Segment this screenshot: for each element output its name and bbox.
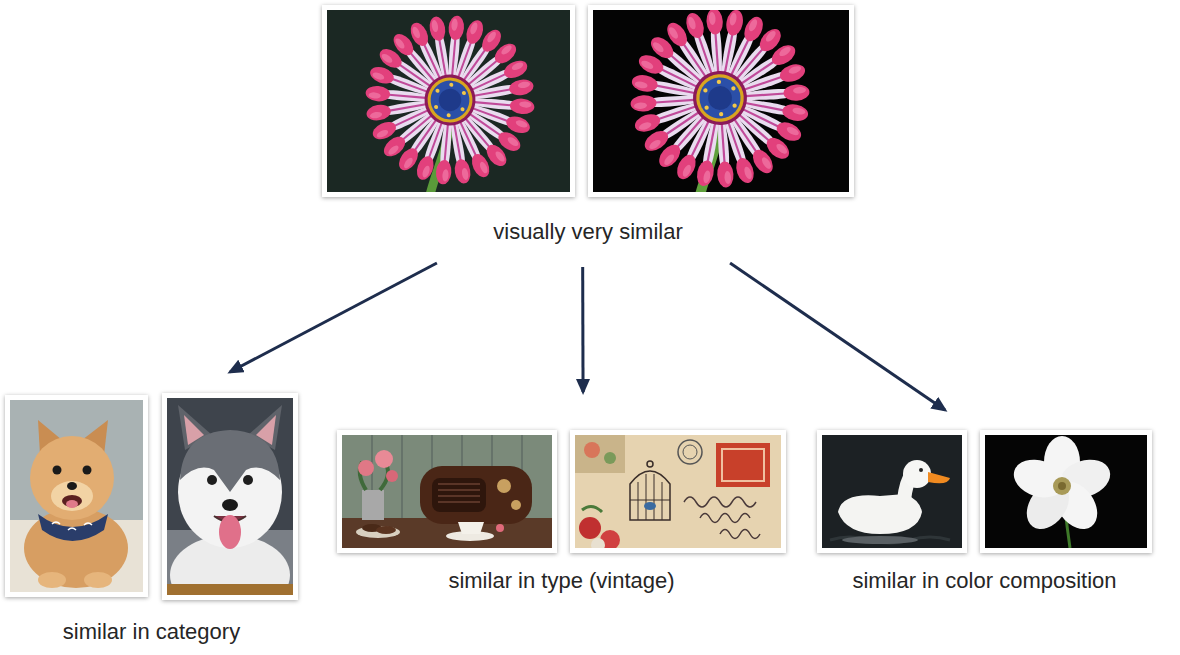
white-flower-photo bbox=[980, 430, 1152, 553]
vintage-still-life-part-part bbox=[432, 478, 486, 512]
vintage-still-life-part-part bbox=[386, 470, 398, 482]
vintage-postcard-part-part bbox=[720, 530, 760, 539]
flower-photo-part-part bbox=[624, 10, 815, 192]
vintage-still-life-part-part bbox=[376, 526, 396, 534]
dog-photo-part-part bbox=[219, 515, 241, 549]
vintage-postcard-part-part bbox=[582, 506, 602, 512]
flower-photo bbox=[322, 5, 575, 197]
arrow-connector bbox=[581, 267, 584, 392]
vintage-postcard-part bbox=[570, 430, 786, 553]
white-flower-photo-part-part-part bbox=[1053, 477, 1071, 495]
white-flower-photo-part bbox=[985, 435, 1147, 548]
arrow-connector bbox=[730, 263, 945, 410]
duck-photo-part-part bbox=[903, 460, 931, 488]
flower-photo bbox=[588, 2, 854, 197]
duck-photo-part-part bbox=[822, 435, 962, 548]
vintage-still-life-part bbox=[342, 435, 552, 548]
duck-photo-part bbox=[817, 430, 967, 553]
vintage-still-life-part bbox=[337, 430, 557, 553]
vintage-still-life-part-part bbox=[375, 450, 393, 468]
dog-photo-part-part bbox=[38, 514, 108, 541]
vintage-postcard-part-part bbox=[647, 461, 653, 467]
dog-photo-part-part bbox=[83, 466, 92, 475]
vintage-still-life-part-part bbox=[362, 490, 384, 520]
dog-photo-part-part bbox=[84, 572, 112, 588]
flower-photo-part bbox=[593, 10, 849, 192]
vintage-postcard-part-part bbox=[644, 502, 656, 510]
vintage-postcard-part-part bbox=[584, 442, 600, 458]
white-flower-photo-part-part bbox=[985, 435, 1147, 548]
duck-photo bbox=[817, 430, 967, 553]
image-group: similar in color composition bbox=[817, 428, 1152, 594]
vintage-still-life-part-part bbox=[342, 435, 552, 548]
vintage-still-life-part-part bbox=[511, 500, 521, 510]
vintage-postcard-part-part bbox=[575, 435, 625, 473]
dog-photo-part bbox=[5, 395, 148, 597]
group-caption: similar in color composition bbox=[852, 568, 1116, 594]
vintage-still-life-part-part bbox=[497, 479, 511, 493]
dog-photo-part-part bbox=[38, 572, 66, 588]
dog-photo-part-part bbox=[222, 499, 238, 511]
vintage-postcard-part-part bbox=[683, 445, 697, 459]
vintage-postcard-part-part bbox=[716, 443, 770, 487]
group-caption: visually very similar bbox=[493, 219, 682, 245]
dog-photo-part-part bbox=[52, 522, 92, 530]
vintage-postcard-part-part bbox=[722, 449, 764, 481]
dog-photo bbox=[162, 393, 298, 615]
vintage-postcard-part-part bbox=[591, 538, 605, 548]
dog-photo-part-part bbox=[30, 436, 114, 520]
vintage-postcard-part-part bbox=[684, 497, 756, 507]
vintage-still-life-part-part bbox=[438, 484, 480, 502]
dog-photo-part-part bbox=[243, 475, 253, 485]
vintage-postcard-part-part bbox=[630, 471, 670, 520]
dog-photo-part-part bbox=[167, 584, 293, 595]
image-group: similar in category bbox=[5, 393, 298, 645]
vintage-postcard-part-part bbox=[630, 474, 670, 520]
vintage-still-life bbox=[337, 430, 557, 553]
dog-photo-part bbox=[167, 398, 293, 595]
vintage-still-life-part-part bbox=[496, 524, 504, 532]
vintage-still-life-part-part bbox=[458, 522, 484, 534]
group-caption: similar in type (vintage) bbox=[448, 568, 674, 594]
dog-photo-part-part bbox=[180, 430, 280, 492]
white-flower-photo-part-part bbox=[1009, 436, 1115, 537]
duck-photo-part-part bbox=[842, 536, 918, 544]
arrow-connector bbox=[230, 263, 437, 372]
dog-photo-part-part bbox=[10, 400, 143, 592]
dog-photo-part-part bbox=[24, 508, 128, 588]
white-flower-photo-part bbox=[980, 430, 1152, 553]
vintage-postcard bbox=[570, 430, 786, 553]
group-caption: similar in category bbox=[63, 619, 240, 645]
dog-photo-part-part bbox=[66, 500, 78, 508]
image-group: similar in type (vintage) bbox=[337, 428, 786, 594]
duck-photo-part-part bbox=[928, 472, 950, 483]
white-flower-photo-part-part-part bbox=[1058, 482, 1066, 490]
duck-photo-part bbox=[822, 435, 962, 548]
vintage-still-life-part-part bbox=[358, 460, 374, 476]
dog-photo-part-part bbox=[51, 481, 93, 511]
dog-photo-part bbox=[10, 400, 143, 592]
dog-photo-part-part bbox=[53, 466, 62, 475]
vintage-postcard-part-part bbox=[678, 440, 702, 464]
flower-photo-part-part bbox=[358, 10, 541, 192]
dog-photo bbox=[5, 395, 148, 597]
dog-photo-part-part bbox=[67, 482, 77, 490]
vintage-postcard-part-part bbox=[579, 517, 601, 539]
vintage-postcard-part-part bbox=[604, 452, 616, 464]
flower-photo-part bbox=[327, 10, 570, 192]
dog-photo-part-part bbox=[62, 495, 82, 507]
duck-photo-part-part bbox=[830, 537, 950, 543]
duck-photo-part-part bbox=[919, 468, 923, 472]
flower-photo-part bbox=[322, 5, 575, 197]
vintage-postcard-part-part bbox=[700, 514, 750, 523]
dog-photo-part-part bbox=[207, 475, 217, 485]
image-group: visually very similar bbox=[322, 5, 854, 245]
vintage-postcard-part bbox=[575, 435, 781, 548]
vintage-still-life-part-part bbox=[420, 466, 532, 524]
